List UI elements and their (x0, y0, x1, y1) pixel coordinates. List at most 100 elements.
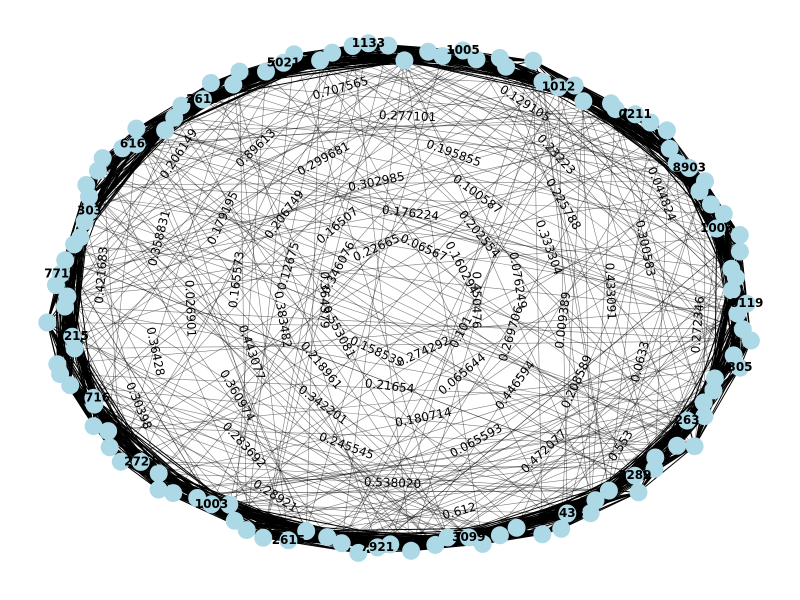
graph-edge (341, 87, 559, 544)
node-label-layer: 8119305263328924333099792126151003272127… (44, 36, 763, 554)
graph-node (626, 105, 645, 124)
graph-node (419, 42, 438, 61)
graph-edge (638, 445, 695, 493)
graph-edge (202, 99, 752, 341)
graph-edge (107, 430, 391, 545)
graph-node (701, 195, 720, 214)
graph-node (641, 113, 660, 132)
graph-edge (97, 103, 612, 171)
graph-node (100, 438, 119, 457)
graph-edge (305, 56, 443, 532)
graph-edge (694, 355, 735, 447)
graph-edge (84, 221, 159, 474)
graph-node (680, 159, 699, 177)
graph-node (111, 452, 130, 471)
graph-node (379, 36, 398, 55)
graph-node (220, 495, 239, 514)
graph-edge (202, 99, 695, 447)
graph-edge (234, 71, 267, 521)
graph-edge (654, 277, 737, 470)
graph-edge (574, 85, 678, 446)
graph-node (99, 422, 118, 441)
graph-node (149, 480, 168, 499)
graph-edge (55, 108, 616, 286)
edge-weight-label: 0.165573 (226, 250, 247, 309)
graph-edge (136, 143, 639, 493)
graph-edge (723, 213, 732, 269)
graph-node (395, 51, 414, 70)
node-id-label: 3289 (618, 468, 651, 482)
graph-node (332, 534, 351, 553)
graph-edge (67, 71, 267, 297)
graph-edge (47, 86, 559, 323)
graph-node (660, 139, 679, 158)
graph-node (629, 483, 648, 502)
graph-edge (47, 322, 95, 405)
edge-weight-label: 0.21654 (364, 376, 415, 396)
graph-edge (109, 50, 464, 448)
edge-weight-label: 0.300583 (633, 219, 659, 278)
graph-edge (64, 54, 295, 307)
graph-edge (55, 284, 142, 463)
graph-edge (404, 60, 596, 501)
graph-edge (65, 130, 667, 261)
graph-node (188, 489, 207, 507)
graph-edge (122, 108, 616, 149)
graph-edge (610, 103, 695, 447)
graph-node (507, 518, 526, 537)
graph-edge (262, 43, 369, 538)
graph-edge (326, 167, 690, 538)
graph-edge (202, 99, 706, 182)
graph-node (63, 327, 82, 346)
graph-edge (93, 66, 507, 399)
graph-edge (86, 184, 724, 215)
graph-edge (64, 260, 142, 463)
graph-edge (164, 130, 752, 341)
graph-edge (165, 130, 738, 314)
graph-edge (210, 82, 740, 252)
node-id-label: 3099 (452, 530, 485, 544)
graph-edge (358, 85, 575, 554)
graph-node (714, 204, 733, 223)
graph-edge (404, 60, 483, 544)
graph-edge (158, 457, 656, 490)
graph-edge (140, 461, 639, 493)
graph-edge (93, 425, 678, 447)
graph-edge (305, 60, 321, 532)
graph-edge (67, 234, 740, 297)
graph-edge (499, 57, 737, 278)
node-id-label: 5021 (267, 55, 300, 69)
graph-edge (211, 328, 743, 505)
graph-edge (211, 213, 724, 505)
graph-node (201, 74, 220, 92)
graph-edge (229, 85, 575, 505)
graph-node (80, 202, 99, 221)
graph-node (230, 62, 249, 81)
graph-edge (234, 468, 655, 522)
graph-node (625, 466, 644, 485)
graph-edge (74, 66, 507, 349)
graph-node (565, 76, 584, 95)
graph-node (51, 264, 70, 283)
graph-node (467, 50, 486, 69)
graph-node (279, 531, 298, 550)
graph-edge (102, 59, 477, 159)
graph-edge (246, 313, 738, 531)
graph-edge (136, 143, 747, 304)
graph-node (225, 511, 244, 530)
graph-edge (352, 45, 712, 205)
edge-weight-label: 0.277101 (379, 108, 437, 124)
graph-edge (233, 84, 724, 215)
graph-edge (136, 128, 743, 330)
graph-edge (136, 143, 678, 447)
graph-node (131, 452, 150, 471)
graph-edge (229, 504, 289, 541)
node-id-label: 2615 (186, 92, 219, 106)
graph-edge (158, 66, 507, 474)
graph-edge (64, 306, 751, 341)
edge-weight-label: 0.180714 (394, 405, 453, 430)
graph-edge (293, 54, 448, 538)
graph-edge (84, 221, 656, 458)
graph-edge (239, 71, 738, 314)
graph-node (657, 121, 676, 140)
